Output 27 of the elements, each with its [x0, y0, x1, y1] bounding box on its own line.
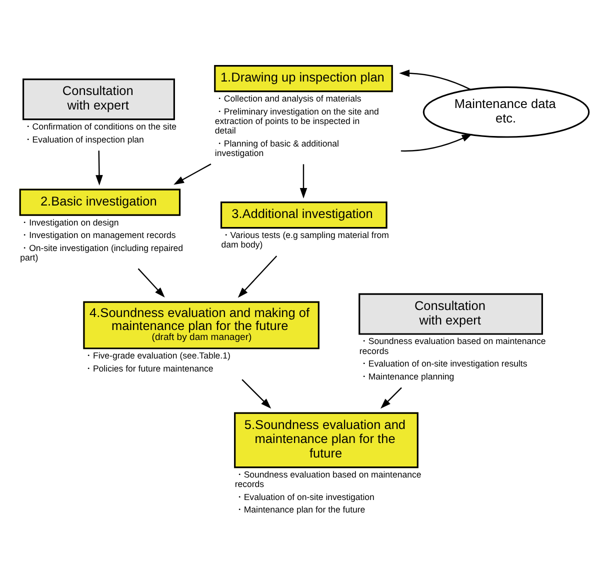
arrow: [174, 163, 212, 184]
node-label: ・Soundness evaluation based on maintenance records: [234, 469, 422, 489]
node-label: ・Investigation on design: [20, 216, 119, 227]
arrow: [138, 268, 165, 298]
node-label: ・Maintenance plan for the future: [234, 504, 366, 514]
node-label: ・Planning of basic & additional investigation: [214, 138, 339, 158]
node-label: ・Various tests (e.g sampling material from dam body): [221, 230, 389, 250]
node-label: ・Policies for future maintenance: [84, 362, 214, 373]
arrow: [300, 164, 308, 198]
node-label: ・On-site investigation (including repaired part): [20, 242, 184, 262]
node-label: ・Evaluation of inspection plan: [23, 134, 144, 144]
arrow: [242, 378, 272, 408]
arrow: [380, 386, 402, 408]
arrow: [400, 133, 472, 152]
node-label: ・Evaluation of on-site investigation results: [359, 358, 528, 368]
arrow: [96, 150, 103, 185]
node-label: ・Maintenance planning: [359, 370, 454, 381]
node-label: ・Five-grade evaluation (see.Table.1): [84, 350, 230, 360]
node-label: ・Soundness evaluation based on maintenance records: [359, 336, 546, 356]
node-label: ・Collection and analysis of materials: [214, 93, 362, 104]
node-ellipse: Maintenance data etc.: [422, 86, 590, 138]
node-label: ・Confirmation of conditions on the site: [23, 120, 177, 131]
node-label: ・Evaluation of on-site investigation: [234, 491, 374, 502]
node-label: ・Investigation on management records: [20, 230, 176, 240]
arrow: [238, 255, 278, 298]
arrow: [399, 69, 471, 90]
node-label: ・Preliminary investigation on the site and extraction of points to be inspected in detail: [214, 106, 379, 135]
